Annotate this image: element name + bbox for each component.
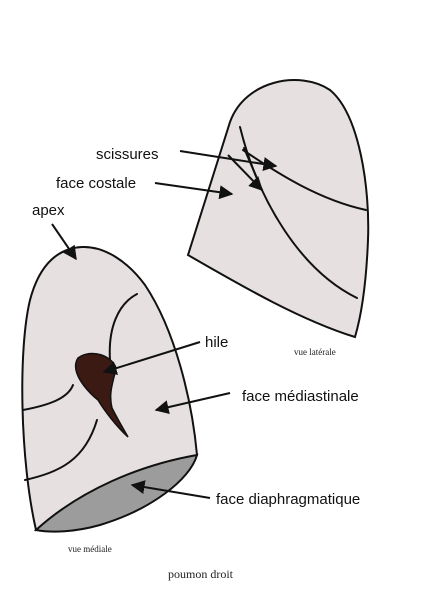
face-costale-arrow (154, 182, 234, 200)
caption-vue-laterale: vue latérale (294, 347, 336, 357)
apex-arrow (51, 223, 77, 261)
arrows (51, 150, 278, 499)
face-diaphragmatique-arrow (130, 480, 211, 499)
medial-fissure-left (22, 384, 74, 411)
label-hile: hile (205, 334, 228, 351)
label-face-costale: face costale (56, 175, 136, 192)
captions: vue latérale vue médiale poumon droit (68, 347, 336, 581)
lateral-view (186, 79, 370, 339)
medial-fissure-lower (24, 419, 98, 481)
label-apex: apex (32, 202, 65, 219)
caption-title: poumon droit (168, 567, 234, 581)
label-face-mediastinale: face médiastinale (242, 388, 359, 405)
label-face-diaphragmatique: face diaphragmatique (216, 491, 360, 508)
labels: scissures face costale apex hile face mé… (32, 146, 360, 508)
label-scissures: scissures (96, 146, 159, 163)
horizontal-fissure (242, 149, 367, 211)
oblique-fissure (239, 126, 358, 299)
caption-vue-mediale: vue médiale (68, 544, 112, 554)
diaphragmatic-face-shape (33, 453, 199, 533)
lateral-lung-shape (186, 79, 370, 339)
scissures-arrow-2 (227, 154, 263, 192)
medial-fissure-upper (108, 293, 138, 361)
scissures-arrow-1 (179, 150, 278, 171)
face-mediastinale-arrow (154, 392, 231, 415)
hile-arrow (102, 341, 201, 375)
medial-view (21, 245, 199, 533)
